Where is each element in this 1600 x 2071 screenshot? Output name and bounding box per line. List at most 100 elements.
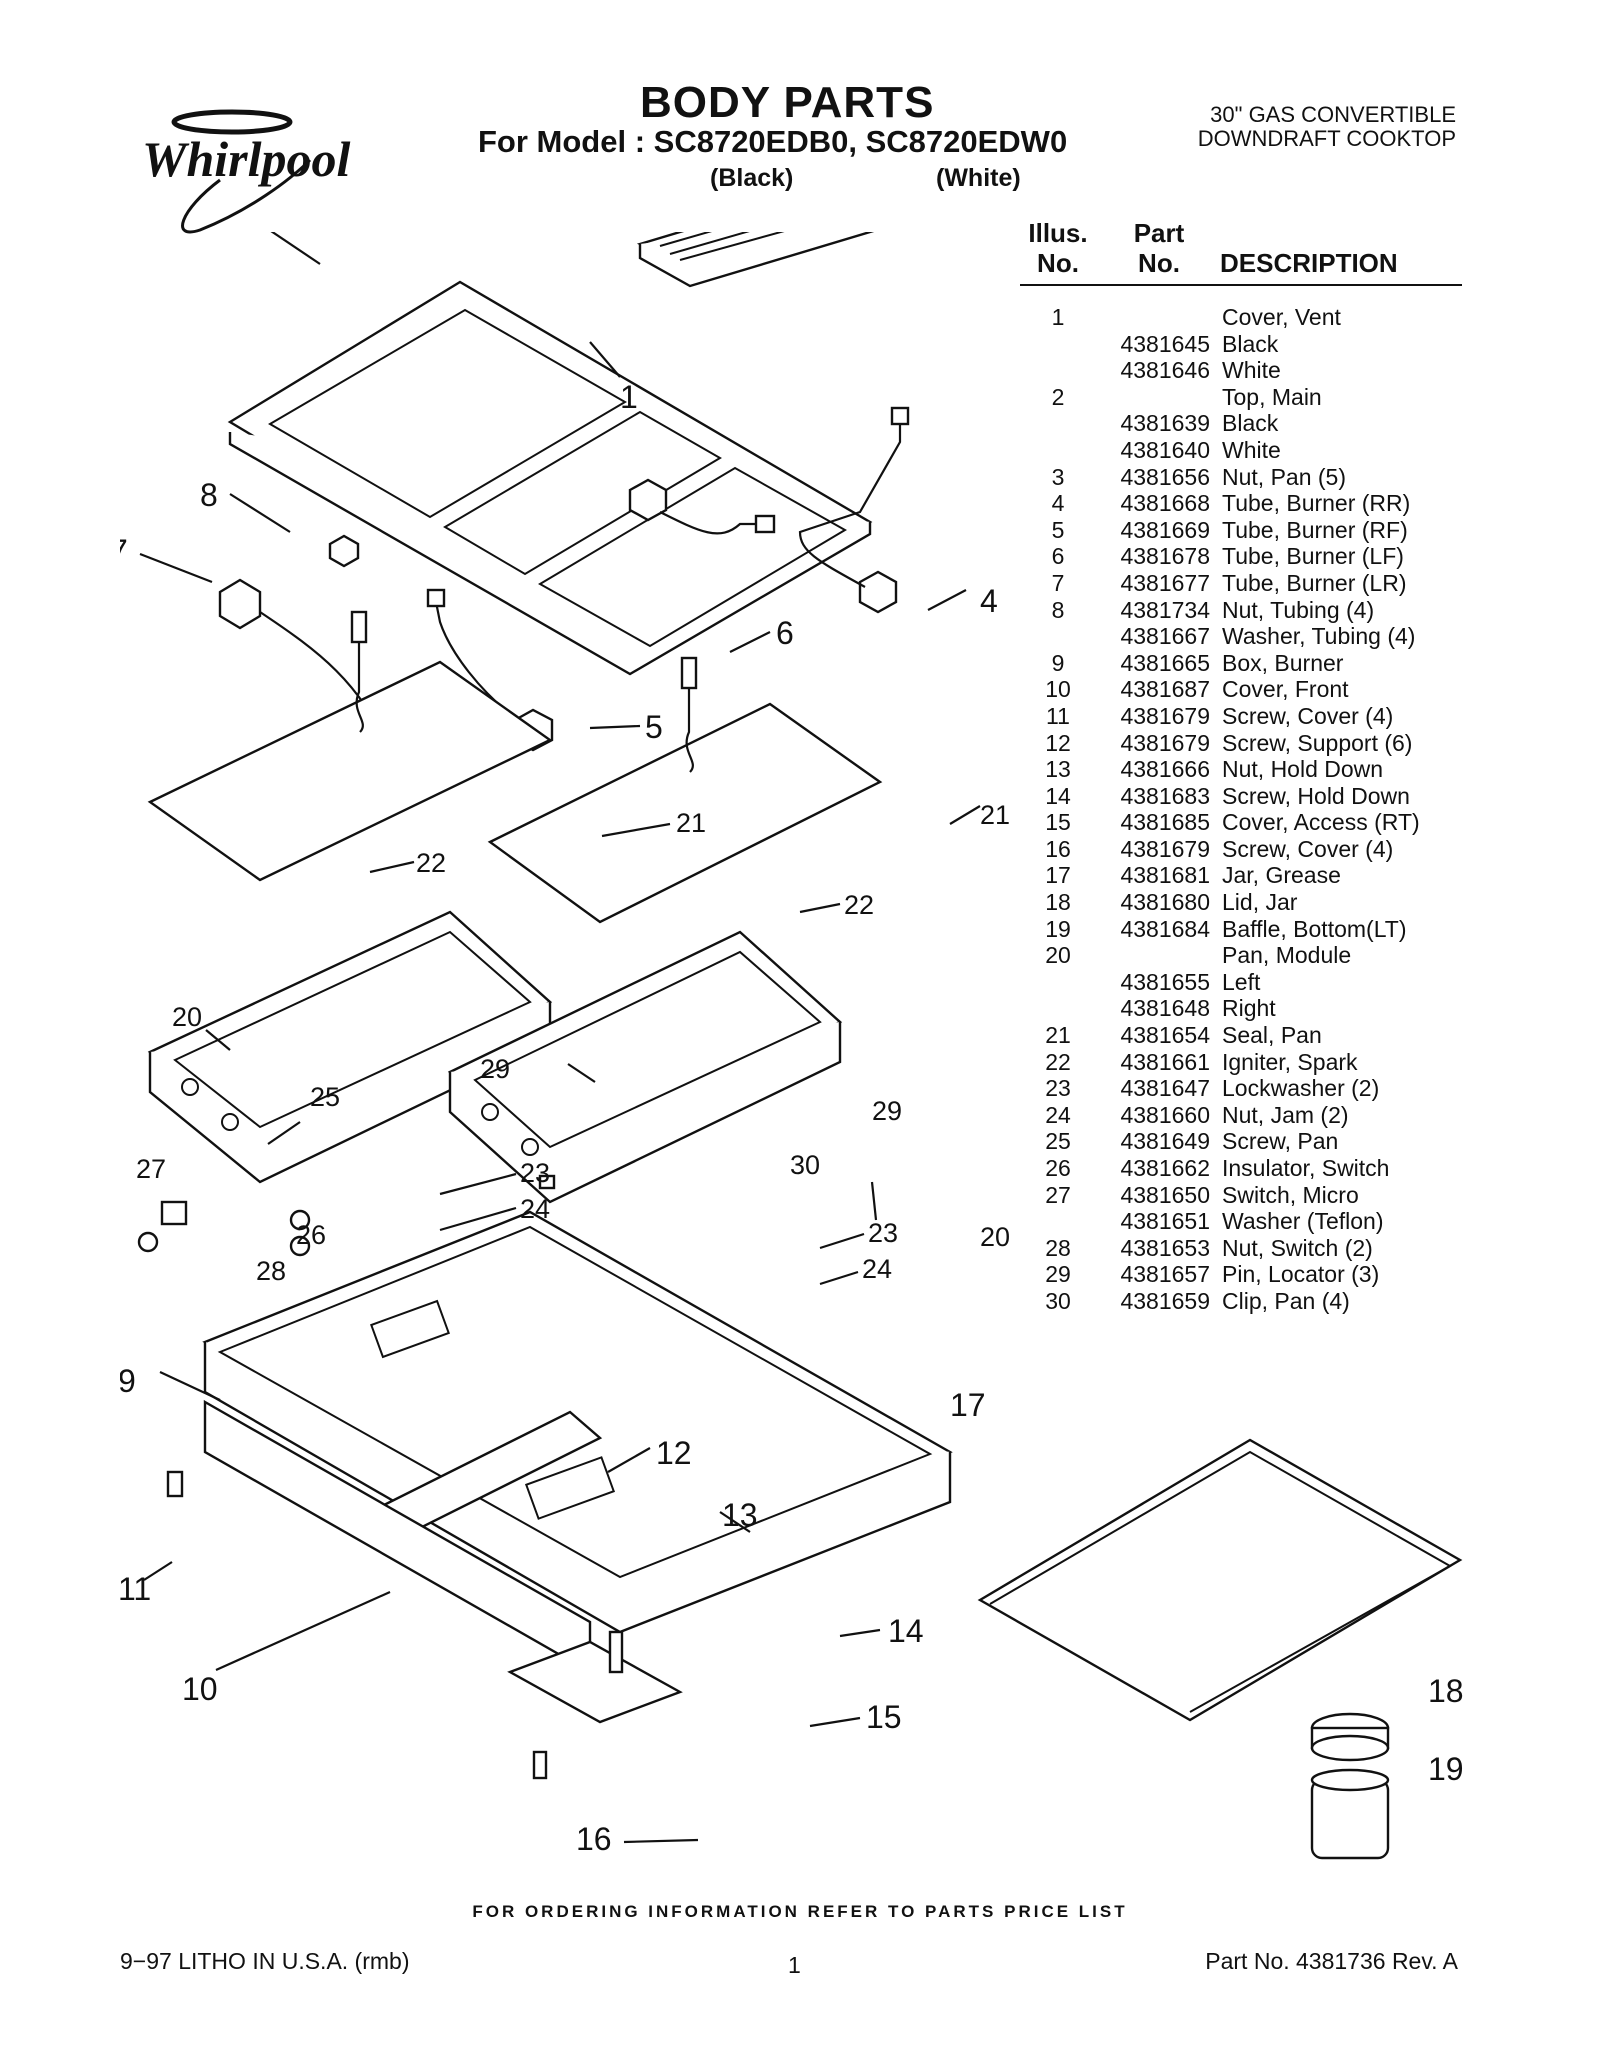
- callout-label: 12: [656, 1435, 692, 1471]
- callout-label: 20: [980, 1222, 1010, 1252]
- row-description: Cover, Access (RT): [1222, 809, 1420, 836]
- burner-box-part: [202, 1210, 953, 1634]
- callout-label: 21: [980, 800, 1010, 830]
- row-part-no: 4381651: [1120, 1208, 1210, 1235]
- row-illus-no: 7: [1051, 569, 1065, 596]
- row-part-no: 4381655: [1120, 968, 1210, 995]
- row-description: Lid, Jar: [1222, 889, 1298, 916]
- document-part-number: Part No. 4381736 Rev. A: [1205, 1948, 1458, 1974]
- row-part-no: 4381677: [1120, 569, 1210, 596]
- row-part-no: 4381687: [1120, 676, 1210, 703]
- callout-label: 22: [844, 890, 874, 920]
- row-description: Nut, Pan (5): [1222, 463, 1346, 490]
- row-part-no: 4381685: [1120, 809, 1210, 836]
- product-subtitle-line2: DOWNDRAFT COOKTOP: [1197, 126, 1456, 151]
- row-illus-no: 14: [1045, 782, 1071, 809]
- callout-label: 6: [776, 615, 794, 651]
- grease-jar-lid-part: [1310, 1712, 1390, 1762]
- row-part-no: 4381657: [1120, 1261, 1210, 1288]
- row-description: Clip, Pan (4): [1222, 1287, 1350, 1314]
- row-part-no: 4381649: [1120, 1128, 1210, 1155]
- row-part-no: 4381662: [1120, 1155, 1210, 1181]
- row-part-no: 4381646: [1120, 357, 1210, 384]
- row-part-no: 4381679: [1120, 835, 1210, 862]
- brand-logo: Whirlpool: [140, 100, 390, 240]
- col-part-header-line1: Part: [1133, 218, 1185, 248]
- row-description: Washer, Tubing (4): [1222, 623, 1416, 650]
- callout-label: 2: [230, 232, 248, 235]
- callout-label: 22: [416, 848, 446, 878]
- brand-logo-text: Whirlpool: [142, 131, 351, 187]
- callout-label: 20: [172, 1002, 202, 1032]
- row-description: White: [1222, 436, 1281, 463]
- row-illus-no: 13: [1045, 756, 1071, 783]
- row-description: Tube, Burner (RF): [1222, 516, 1408, 543]
- callout-label: 25: [310, 1082, 340, 1112]
- row-description: Insulator, Switch: [1222, 1155, 1390, 1181]
- row-illus-no: 4: [1051, 490, 1065, 517]
- pan-seals: [147, 660, 883, 924]
- callout-label: 4: [980, 583, 998, 619]
- row-part-no: 4381645: [1120, 330, 1210, 357]
- row-illus-no: 30: [1045, 1287, 1071, 1314]
- ordering-info-note: FOR ORDERING INFORMATION REFER TO PARTS …: [472, 1902, 1128, 1921]
- row-illus-no: 8: [1051, 596, 1065, 623]
- row-part-no: 4381669: [1120, 516, 1210, 543]
- row-illus-no: 17: [1045, 862, 1071, 889]
- row-illus-no: 2: [1051, 383, 1065, 410]
- exploded-parts-diagram: 2 1 4 5 6 7 8 9 10 11 12 13 14 15 16 20 …: [110, 182, 1020, 1857]
- vent-cover-part: [636, 182, 894, 288]
- row-description: Screw, Pan: [1222, 1128, 1339, 1155]
- callout-label: 21: [676, 808, 706, 838]
- row-description: Pan, Module: [1222, 942, 1352, 969]
- callout-label: 28: [256, 1256, 286, 1286]
- callout-label: 5: [645, 709, 663, 745]
- row-description: Black: [1222, 410, 1279, 437]
- row-description: Left: [1222, 968, 1261, 995]
- product-subtitle-line1: 30" GAS CONVERTIBLE: [1210, 102, 1456, 127]
- row-description: Pin, Locator (3): [1222, 1261, 1380, 1288]
- callout-label: 19: [1428, 1751, 1464, 1787]
- callout-label: 11: [120, 1571, 151, 1607]
- callout-label: 29: [872, 1096, 902, 1126]
- row-description: Jar, Grease: [1222, 862, 1341, 889]
- row-description: Baffle, Bottom(LT): [1222, 915, 1407, 942]
- row-illus-no: 25: [1045, 1128, 1071, 1155]
- variant-white-label: (White): [936, 164, 1021, 192]
- page-title: BODY PARTS: [640, 78, 935, 127]
- callout-label: 23: [868, 1218, 898, 1248]
- col-part-header-line2: No.: [1138, 248, 1180, 278]
- row-part-no: 4381679: [1120, 702, 1210, 729]
- callout-label: 26: [296, 1220, 326, 1250]
- callout-label: 8: [200, 477, 218, 513]
- col-illus-header: Illus. No.: [1020, 218, 1096, 278]
- row-description: Screw, Support (6): [1222, 729, 1413, 756]
- row-illus-no: 19: [1045, 915, 1071, 942]
- row-illus-no: 27: [1045, 1181, 1071, 1208]
- row-part-no: 4381640: [1120, 436, 1210, 463]
- row-illus-no: 5: [1051, 516, 1065, 543]
- row-illus-no: 16: [1045, 835, 1071, 862]
- row-part-no: 4381678: [1120, 543, 1210, 570]
- row-description: Switch, Micro: [1222, 1181, 1359, 1208]
- row-part-no: 4381647: [1120, 1075, 1210, 1102]
- row-illus-no: 15: [1045, 809, 1071, 836]
